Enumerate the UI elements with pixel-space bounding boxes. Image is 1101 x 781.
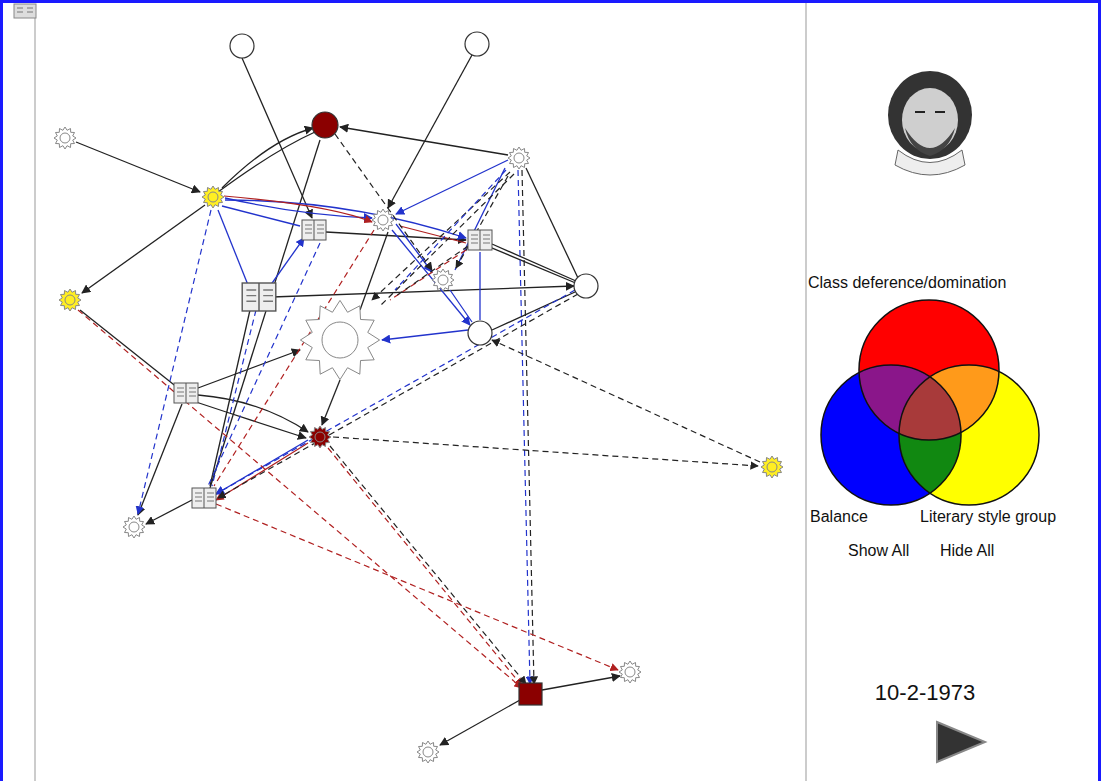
show-all-button: Show All	[848, 541, 909, 560]
hide-all-button: Hide All	[940, 541, 994, 560]
legend-text: Balance	[810, 507, 868, 526]
legend-text: Class deference/domination	[808, 273, 1006, 292]
legend-text: Literary style group	[920, 507, 1056, 526]
date-label: 10-2-1973	[875, 680, 975, 706]
legend-swatch	[899, 365, 1039, 505]
